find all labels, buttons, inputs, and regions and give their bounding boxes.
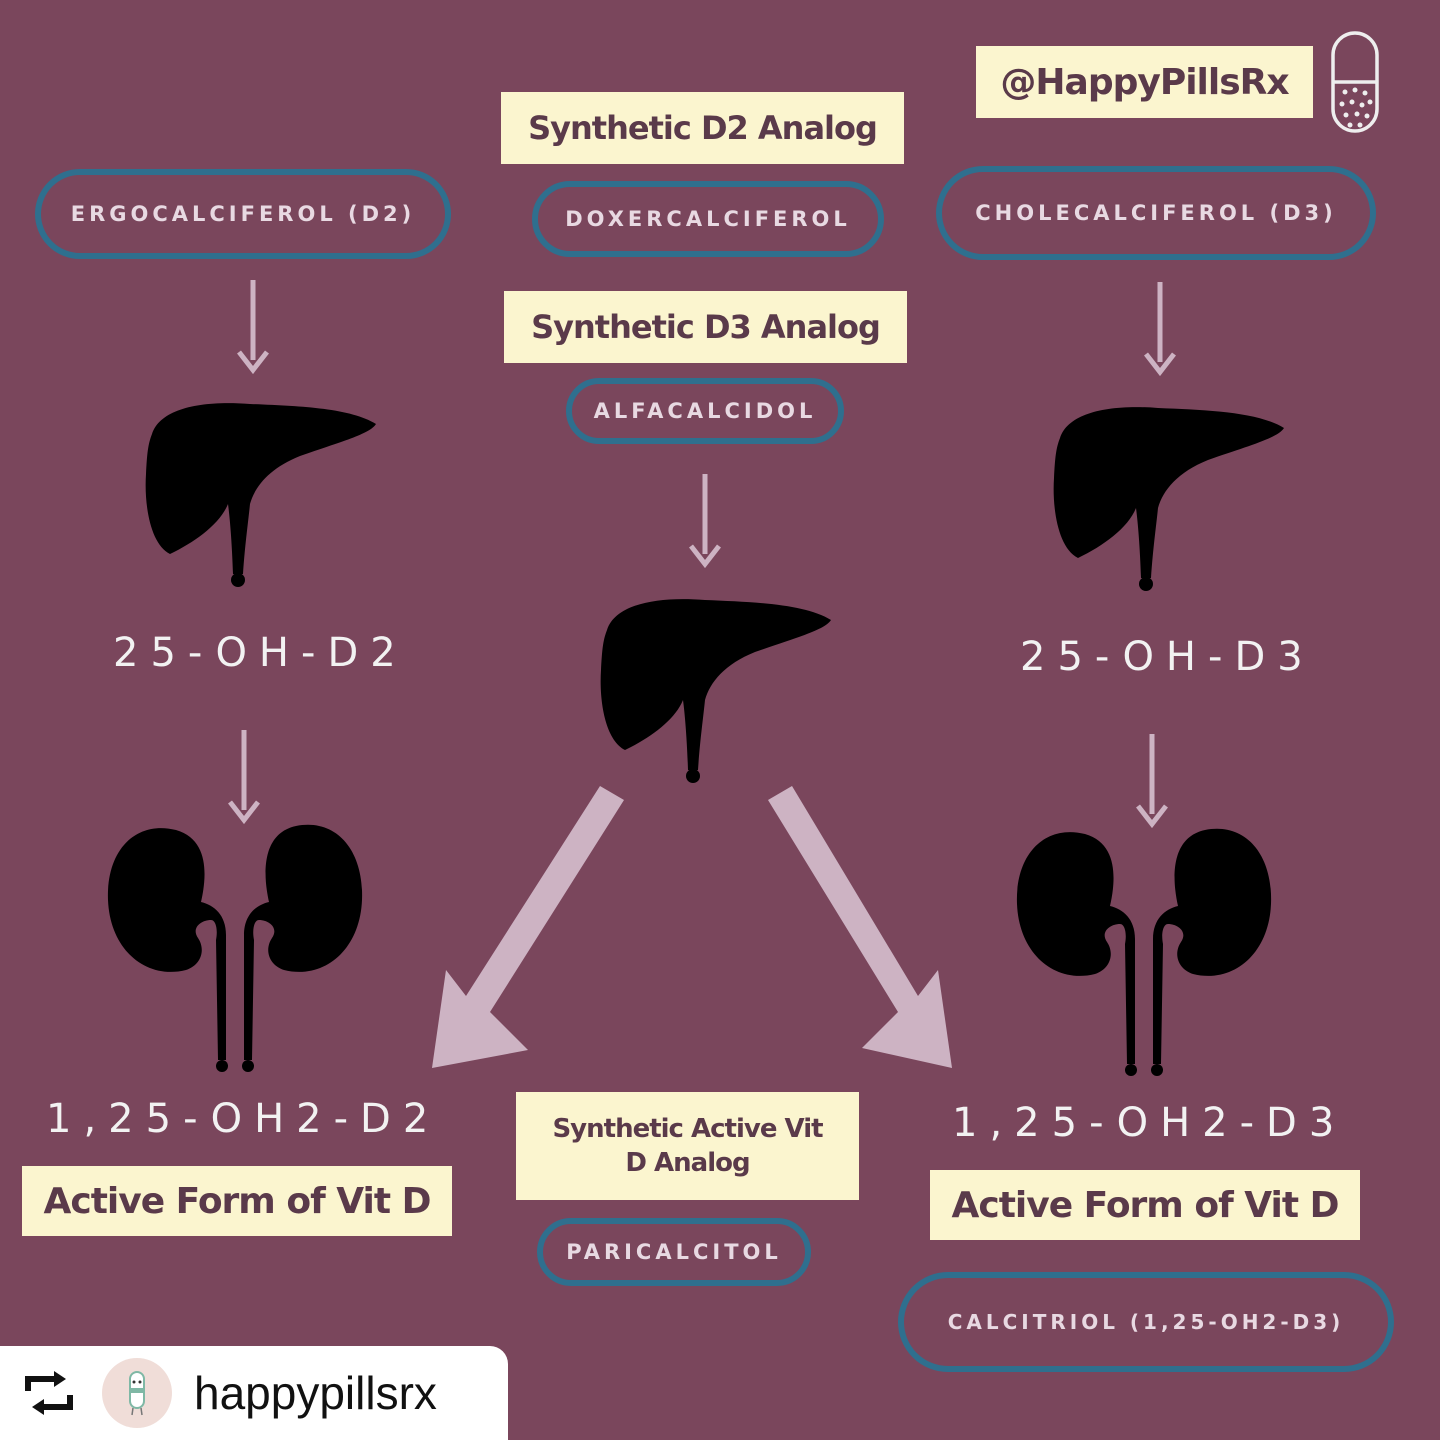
alfacalcidol-pill: ALFACALCIDOL: [566, 378, 844, 444]
synthetic-active-analog-label: Synthetic Active Vit D Analog: [516, 1092, 859, 1200]
pill-mascot-icon: [129, 1371, 145, 1416]
arrow-down-left-1: [237, 280, 269, 375]
repost-icon[interactable]: [20, 1371, 78, 1415]
doxercalciferol-pill: DOXERCALCIFEROL: [532, 181, 884, 257]
arrow-down-right-1: [1144, 282, 1176, 377]
active-form-label-left: Active Form of Vit D: [22, 1166, 452, 1236]
repost-username[interactable]: happypillsrx: [194, 1367, 437, 1419]
liver-icon: [145, 403, 376, 587]
active-d2: 1,25-OH2-D2: [46, 1096, 441, 1142]
kidneys-icon: [1016, 828, 1272, 1076]
active-form-label-right: Active Form of Vit D: [930, 1170, 1360, 1240]
intermediate-d3: 25-OH-D3: [1020, 634, 1315, 680]
synthetic-d2-analog-label: Synthetic D2 Analog: [501, 92, 904, 164]
kidneys-icon: [107, 824, 363, 1072]
synthetic-d3-analog-label: Synthetic D3 Analog: [504, 291, 907, 363]
watermark-handle: @HappyPillsRx: [976, 46, 1313, 118]
arrow-down-right-2: [1136, 734, 1168, 829]
cholecalciferol-pill: CHOLECALCIFEROL (D3): [936, 166, 1376, 260]
paricalcitol-pill: PARICALCITOL: [537, 1218, 811, 1286]
intermediate-d2: 25-OH-D2: [113, 630, 408, 676]
pill-capsule-icon: [1331, 31, 1379, 133]
arrow-down-middle: [689, 474, 721, 569]
ergocalciferol-pill: ERGOCALCIFEROL (D2): [35, 169, 451, 259]
calcitriol-pill: CALCITRIOL (1,25-OH2-D3): [898, 1272, 1394, 1372]
liver-icon: [600, 599, 831, 783]
arrow-down-left-2: [228, 730, 260, 825]
liver-icon: [1053, 407, 1284, 591]
active-d3: 1,25-OH2-D3: [952, 1100, 1347, 1146]
avatar[interactable]: [102, 1358, 172, 1428]
repost-bar: happypillsrx: [0, 1346, 508, 1440]
